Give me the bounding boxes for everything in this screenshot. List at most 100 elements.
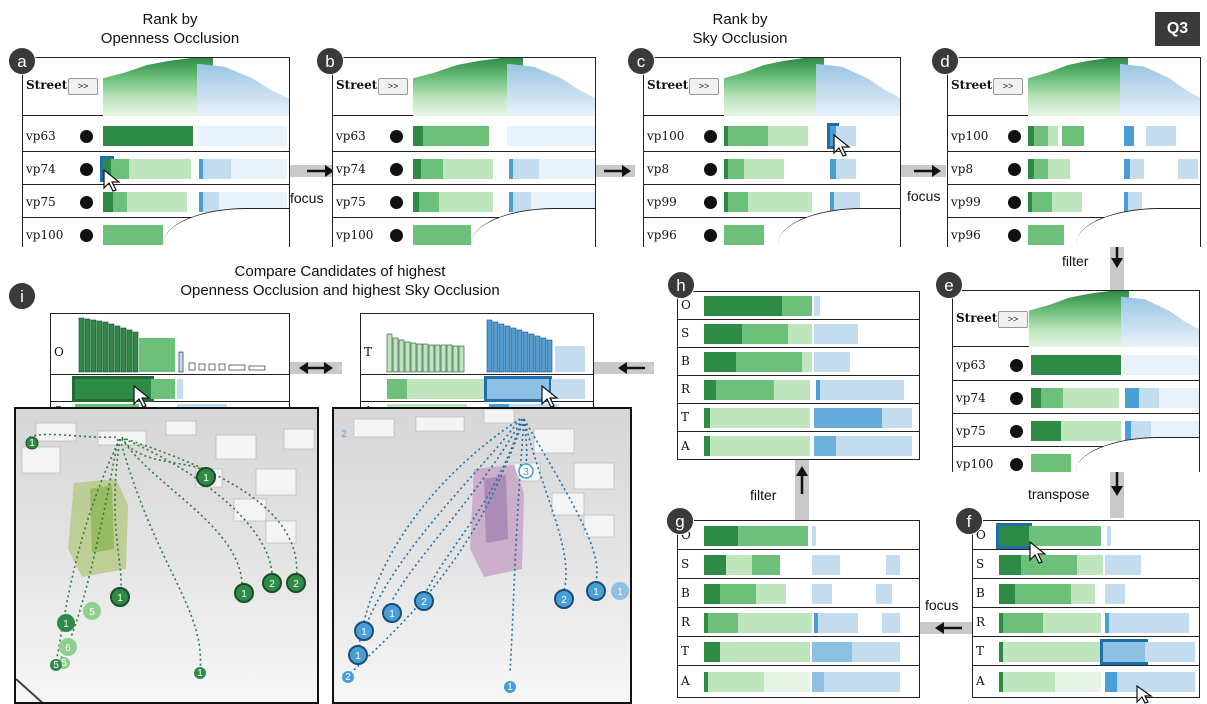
scene-number: 1 [361, 627, 367, 638]
attr-row[interactable]: R [973, 608, 1199, 637]
table-row[interactable]: vp74 [333, 153, 595, 185]
scene-number: 1 [355, 651, 361, 662]
attr-row[interactable]: R [678, 376, 919, 404]
scene-number: 2 [345, 672, 351, 683]
scene-number: 3 [523, 467, 529, 478]
table-row[interactable]: vp74 [23, 153, 289, 185]
expand-button[interactable]: >> [689, 78, 719, 95]
table-row[interactable]: vp75 [953, 415, 1199, 447]
panel-b: Street >> vp63 vp74 vp75 vp100 [332, 57, 596, 247]
arrow-right-icon [307, 165, 334, 177]
cursor-icon [541, 384, 559, 408]
arrow-left-icon [618, 362, 645, 374]
arrow-both-icon [299, 362, 333, 374]
attr-row[interactable]: T [973, 637, 1199, 666]
scene-sky[interactable]: 2 3 1 1 2 2 1 1 1 2 1 [332, 407, 632, 704]
compare-openness-table: O S [50, 313, 290, 413]
cursor-icon [1136, 684, 1153, 704]
scene-number: 5 [53, 660, 59, 671]
attr-row[interactable]: A [973, 666, 1199, 697]
expand-button[interactable]: >> [998, 311, 1028, 328]
step-a: a [8, 47, 36, 75]
attr-row[interactable]: T [678, 637, 919, 666]
action-transpose: transpose [1028, 486, 1090, 502]
attr-row[interactable]: A [678, 666, 919, 697]
panel-g: O S B R T A [677, 520, 920, 698]
step-i: i [8, 282, 36, 310]
scene-number: 2 [293, 579, 299, 590]
scene-number: 6 [65, 643, 71, 654]
table-row[interactable]: vp99 [948, 186, 1200, 218]
table-row[interactable]: vp99 [644, 186, 900, 218]
sky-bar-chart [386, 319, 585, 373]
scene-number: 2 [561, 595, 567, 606]
attr-row[interactable]: S [973, 550, 1199, 579]
scene-number: 2 [421, 597, 427, 608]
table-row[interactable]: vp63 [333, 120, 595, 152]
scene-sky-view: 2 3 1 1 2 2 1 1 1 2 1 [334, 409, 630, 702]
panel-d: Street >> vp100 vp8 vp99 vp96 [947, 57, 1201, 247]
attr-row[interactable]: T [361, 345, 593, 402]
panel-header: Street >> [23, 58, 289, 116]
table-row[interactable]: vp8 [948, 153, 1200, 185]
attr-row[interactable]: O [51, 345, 289, 402]
attr-row[interactable]: B [678, 348, 919, 376]
arrow-up-icon [796, 466, 808, 494]
step-f: f [955, 507, 983, 535]
attr-row[interactable]: T [678, 404, 919, 432]
caption-rank-openness: Rank by Openness Occlusion [100, 11, 240, 47]
table-row[interactable]: vp74 [953, 382, 1199, 414]
scene-openness[interactable]: 1 1 1 5 1 2 2 1 6 5 5 1 [14, 407, 319, 704]
step-e: e [935, 271, 963, 299]
caption-rank-sky: Rank by Sky Occlusion [692, 11, 788, 47]
scene-number: 1 [29, 438, 35, 449]
step-d: d [931, 47, 959, 75]
attr-row[interactable]: B [678, 579, 919, 608]
arrow-left-icon [935, 622, 962, 634]
attr-row[interactable]: A [678, 432, 919, 459]
scene-number: 1 [389, 609, 395, 620]
expand-button[interactable]: >> [378, 78, 408, 95]
table-row[interactable]: vp100 [948, 120, 1200, 152]
table-row[interactable]: vp75 [333, 186, 595, 218]
table-row[interactable]: vp75 [23, 186, 289, 218]
scene-openness-view: 1 1 1 5 1 2 2 1 6 5 5 1 [16, 409, 317, 702]
openness-histogram [103, 58, 213, 116]
arrow-right-icon [914, 165, 941, 177]
action-focus-cd: focus [907, 188, 941, 204]
cursor-icon [103, 168, 121, 192]
scene-number: 5 [61, 658, 67, 669]
attr-row[interactable]: R [678, 608, 919, 637]
action-focus-ab: focus [290, 190, 324, 206]
cursor-icon [1029, 540, 1047, 564]
scene-number: 1 [117, 593, 123, 604]
cursor-icon [133, 384, 151, 408]
step-g: g [666, 507, 694, 535]
panel-c: Street >> vp100 vp8 vp99 vp96 [643, 57, 901, 247]
step-c: c [627, 47, 655, 75]
panel-h: O S B R T A [677, 291, 920, 460]
openness-bar-chart [78, 317, 266, 373]
action-focus-fg: focus [925, 597, 959, 613]
attr-row[interactable]: O [678, 292, 919, 320]
scene-number: 2 [269, 579, 275, 590]
arrow-right-icon [604, 165, 631, 177]
table-row[interactable]: vp63 [953, 349, 1199, 381]
table-row[interactable]: vp63 [23, 120, 289, 152]
expand-button[interactable]: >> [993, 78, 1023, 95]
attr-row[interactable]: S [678, 550, 919, 579]
expand-button[interactable]: >> [68, 78, 98, 95]
scene-number: 1 [617, 587, 623, 598]
question-badge: Q3 [1155, 12, 1200, 46]
scene-number: 1 [241, 589, 247, 600]
action-filter-de: filter [1062, 253, 1089, 269]
table-row[interactable]: vp100 [644, 120, 900, 152]
table-row[interactable]: vp8 [644, 153, 900, 185]
scene-number: 1 [197, 668, 203, 679]
scene-number: 1 [203, 473, 209, 484]
attr-row[interactable]: B [973, 579, 1199, 608]
attr-row[interactable]: O [678, 521, 919, 550]
panel-f: O S B R T A [972, 520, 1200, 698]
attr-row[interactable]: S [678, 320, 919, 348]
attr-row[interactable]: O [973, 521, 1199, 550]
